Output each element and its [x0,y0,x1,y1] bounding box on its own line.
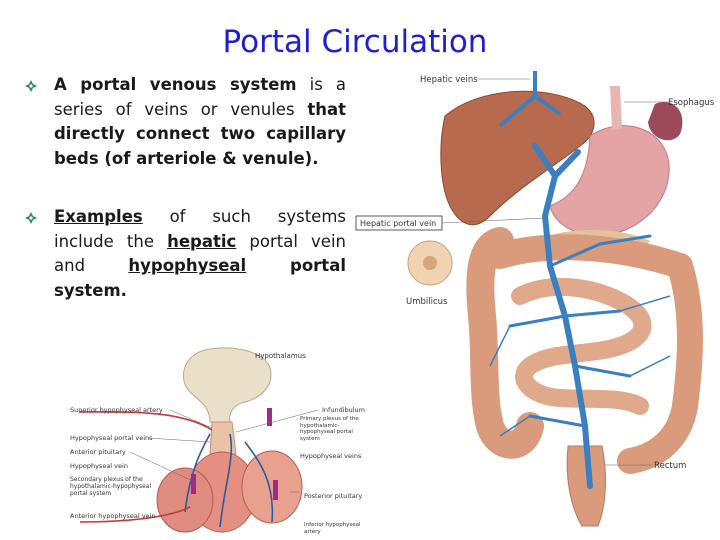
hepatic-portal-figure: Hepatic veins Esophagus Hepatic portal v… [355,71,715,527]
diamond-clover-bullet-icon [25,80,37,92]
flow-arrow-3 [273,480,278,500]
bullet-2-part-4: portal vein and [54,231,346,276]
leader-hepatic-portal-vein [441,217,546,224]
transverse-colon-shape [487,234,693,279]
diamond-clover-bullet-icon [25,212,37,224]
bullet-1-part-3: that directly connect two capillary beds… [54,99,346,168]
hepatic-vein-shape [498,71,562,128]
leader-3 [129,451,196,483]
umbilicus-center [423,256,437,270]
flow-arrow-2 [191,474,196,494]
bullet-2-text: Examples of such systems include the hep… [54,205,346,303]
leader-2 [147,437,211,443]
bullet-2-part-1: Examples [54,207,143,226]
label-posterior-pituitary: Posterior pituitary [304,492,362,500]
label-secondary-plexus: Secondary plexus of the hypothalamic-hyp… [70,476,152,497]
portal-vein-network [184,433,274,528]
bullet-2-part-5: hypophyseal [128,256,247,275]
label-hepatic-veins: Hepatic veins [420,75,478,85]
label-primary-plexus: Primary plexus of the hypothalamic-hypop… [300,416,359,442]
spleen-shape [648,102,683,141]
lateral-lobe-shape [156,467,214,533]
label-primary-plexus-wrap: Primary plexus of the hypothalamic-hypop… [300,416,359,442]
bullet-2-part-2: of such systems include the [54,207,346,251]
label-anterior-hypophyseal-vein: Anterior hypophyseal vein [70,512,155,520]
leader-4 [235,409,319,433]
portal-vein-branches [508,234,652,428]
label-hypothalamus: Hypothalamus [255,352,306,360]
leader-1 [169,409,213,429]
slide-title: Portal Circulation [222,24,488,60]
label-esophagus: Esophagus [668,98,715,108]
label-superior-hypophyseal-artery: Superior hypophyseal artery [70,406,163,414]
hypophyseal-portal-figure: Hypothalamus Superior hypophyseal artery… [70,347,365,535]
descending-colon-shape [617,253,703,474]
bullet-1-part-2: is a series of veins or venules [54,75,346,119]
bullet-2-part-3: hepatic [167,231,237,251]
portal-vein-twigs [489,295,671,437]
rectum-shape [566,445,606,527]
label-anterior-pituitary: Anterior pituitary [70,448,126,456]
label-hypophyseal-veins-right: Hypophyseal veins [300,452,362,460]
portal-vein-trunk [532,143,593,489]
label-infundibulum: Infundibulum [322,406,365,414]
bullet-1: A portal venous system is a series of ve… [24,73,346,171]
bullet-1-text: A portal venous system is a series of ve… [54,73,346,171]
label-umbilicus: Umbilicus [406,297,448,307]
bullet-2-part-6: portal system. [54,256,346,300]
posterior-pituitary-shape [241,450,303,524]
label-hypophyseal-vein-left: Hypophyseal vein [70,462,128,470]
flow-arrow-1 [267,408,272,426]
label-secondary-plexus-wrap: Secondary plexus of the hypothalamic-hyp… [70,476,152,497]
infundibulum-shape [209,421,237,455]
label-inferior-hypophyseal-artery-wrap: Inferior hypophyseal artery [304,522,361,535]
ascending-colon-shape [466,227,544,459]
hypothalamus-shape [182,347,272,423]
small-intestine-shape [511,278,652,415]
label-rectum: Rectum [654,461,686,471]
bullet-2: Examples of such systems include the hep… [24,205,346,303]
label-hepatic-portal-vein: Hepatic portal vein [360,219,436,228]
label-hypophyseal-portal-veins: Hypophyseal portal veins [70,434,153,442]
label-inferior-hypophyseal-artery: Inferior hypophyseal artery [304,522,361,535]
esophagus-shape [610,86,622,130]
hypophyseal-arteries [79,411,213,523]
bullet-1-part-1: A portal venous system [54,75,297,94]
